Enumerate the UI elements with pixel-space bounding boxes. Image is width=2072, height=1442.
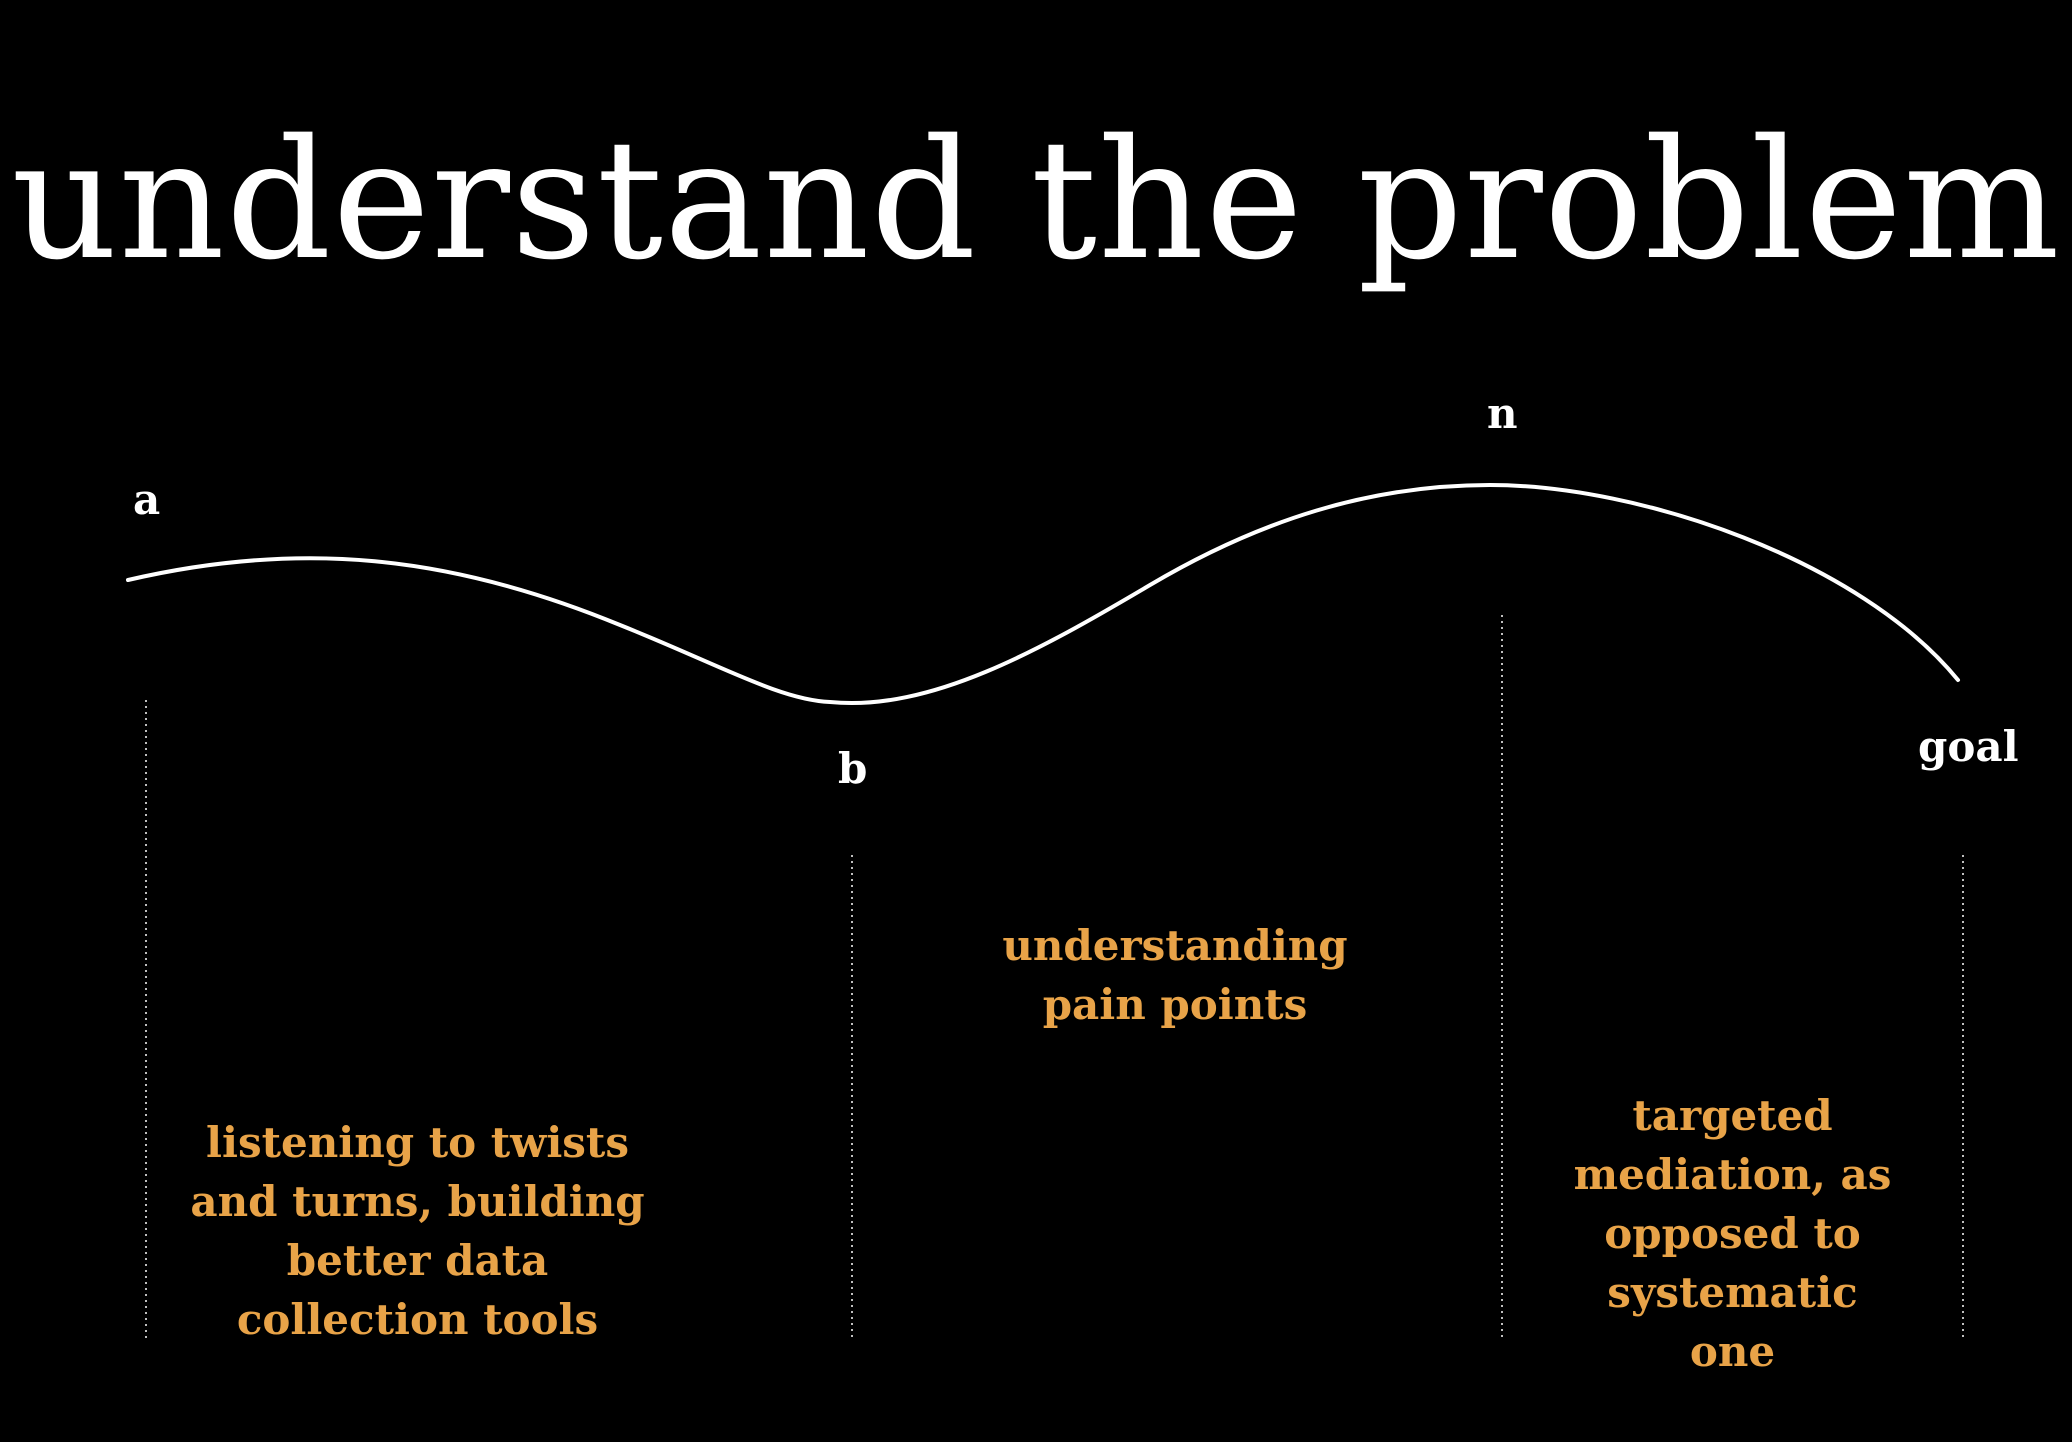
point-label-a: a [133, 475, 161, 524]
point-label-goal: goal [1918, 722, 2019, 771]
caption-b-to-n: understanding pain points [1002, 921, 1348, 1029]
caption-n-to-goal: targeted mediation, as opposed to system… [1573, 1091, 1892, 1376]
point-label-b: b [838, 744, 868, 793]
slide-title: understand the problem [11, 104, 2061, 296]
journey-curve [126, 482, 1960, 705]
point-label-n: n [1487, 389, 1518, 438]
caption-a-to-b: listening to twists and turns, building … [190, 1118, 645, 1344]
